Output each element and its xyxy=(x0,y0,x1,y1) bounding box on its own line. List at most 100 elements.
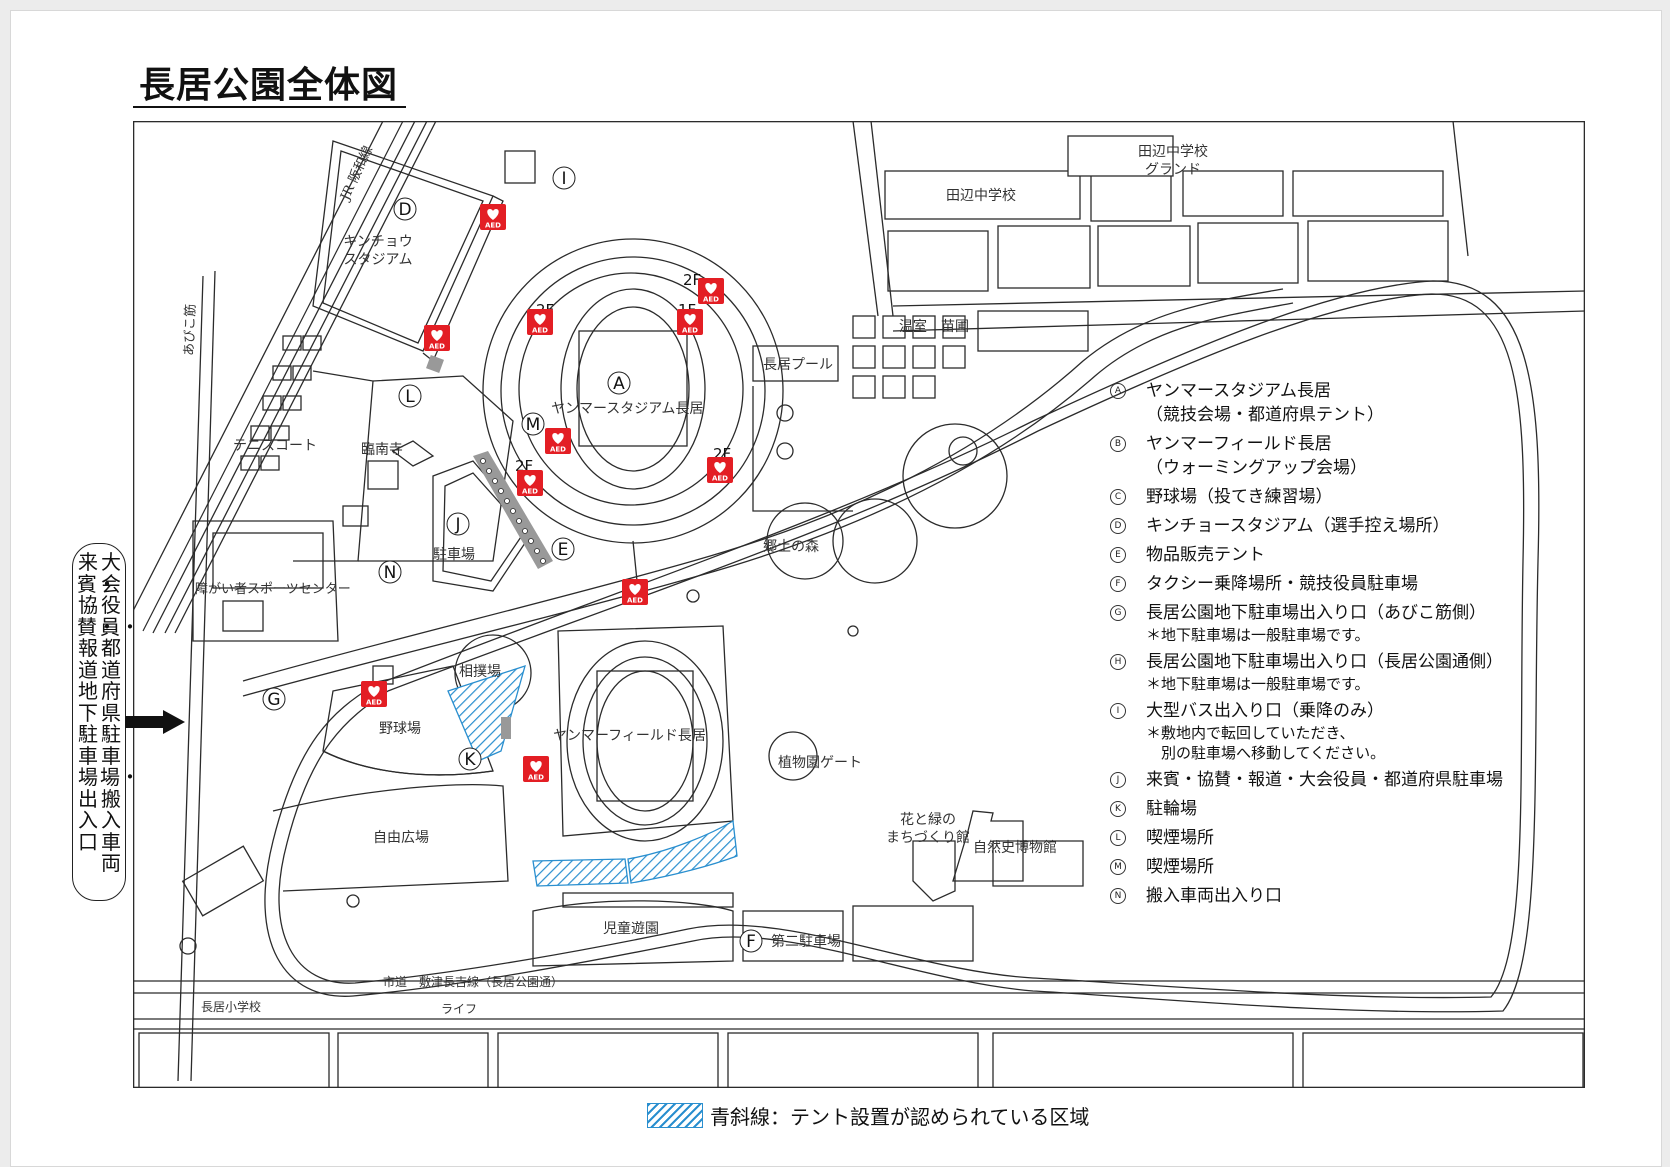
key-item-text: 大型バス出入り口（乗降のみ） xyxy=(1146,701,1384,721)
key-item: N 搬入車両出入り口 xyxy=(1110,884,1503,908)
entrance-label: 大会役員・都道府県駐車場・搬入車両 来賓・協賛・報道 地下駐車場 出入口 xyxy=(72,543,140,901)
marker-k: K xyxy=(458,747,482,771)
aed-icon: AED xyxy=(480,204,506,230)
svg-text:AED: AED xyxy=(528,774,544,782)
aed-icon: AED xyxy=(707,457,733,483)
key-item-code: N xyxy=(1110,888,1126,904)
label-kincho: キンチョウスタジアム xyxy=(343,234,413,268)
aed-icon: AED xyxy=(677,309,703,335)
svg-text:AED: AED xyxy=(485,222,501,230)
key-item: G 長居公園地下駐車場出入り口（あびこ筋側） ＊地下駐車場は一般駐車場です。 xyxy=(1110,601,1503,645)
marker-m: M xyxy=(521,412,545,436)
label-museum: 自然史博物館 xyxy=(973,839,1057,856)
key-item-text: 駐輪場 xyxy=(1146,799,1197,819)
key-item-text: 来賓・協賛・報道・大会役員・都道府県駐車場 xyxy=(1146,770,1503,790)
key-item-code: E xyxy=(1110,547,1126,563)
svg-text:AED: AED xyxy=(682,327,698,335)
label-greenhouse: 温室 苗圃 xyxy=(899,318,969,335)
label-abiko: あびこ筋 xyxy=(181,304,199,357)
label-jr-line: JR 阪和線 xyxy=(336,143,376,204)
label-tennis: テニスコート xyxy=(233,438,317,454)
key-item-text: ヤンマーフィールド長居 xyxy=(1146,434,1332,454)
hatch-legend-swatch xyxy=(647,1103,703,1128)
label-sumo: 相撲場 xyxy=(459,664,501,680)
aed-icon: AED xyxy=(698,278,724,304)
marker-i: I xyxy=(552,166,576,190)
marker-n: N xyxy=(378,560,402,584)
aed-icon: AED xyxy=(361,681,387,707)
key-item-code: L xyxy=(1110,830,1126,846)
park-map: JR 阪和線 あびこ筋 キンチョウスタジアム 田辺中学校 田辺中学校グランド 温… xyxy=(133,121,1585,1088)
marker-e: E xyxy=(551,537,575,561)
key-item-text: （ウォーミングアップ会場） xyxy=(1146,458,1367,478)
svg-text:AED: AED xyxy=(366,699,382,707)
floor-label-2f: 2F xyxy=(683,271,701,289)
page-title: 長居公園全体図 xyxy=(139,65,399,106)
key-item: J 来賓・協賛・報道・大会役員・都道府県駐車場 xyxy=(1110,768,1503,792)
hatch-legend-text: 青斜線：テント設置が認められている区域 xyxy=(710,1105,1090,1129)
key-item-code: D xyxy=(1110,518,1126,534)
svg-text:J: J xyxy=(454,515,460,535)
key-item: I 大型バス出入り口（乗降のみ） ＊敷地内で転回していただき、 別の駐車場へ移動して… xyxy=(1110,699,1503,763)
label-tanabe-ground: 田辺中学校グランド xyxy=(1138,143,1208,178)
aed-icon: AED xyxy=(545,428,571,454)
key-item-code: H xyxy=(1110,654,1126,670)
label-rinnanji: 臨南寺 xyxy=(361,442,403,458)
svg-text:G: G xyxy=(267,690,280,710)
title-underline xyxy=(133,106,406,108)
key-item-code: F xyxy=(1110,576,1126,592)
svg-text:AED: AED xyxy=(550,446,566,454)
label-tanabe-jhs: 田辺中学校 xyxy=(946,187,1016,204)
marker-g: G xyxy=(262,687,286,711)
svg-text:L: L xyxy=(405,387,415,407)
label-road: 市道 敷津長吉線（長居公園通） xyxy=(383,974,563,989)
key-item-code: G xyxy=(1110,605,1126,621)
svg-text:A: A xyxy=(613,374,625,394)
entrance-label-line2: 来賓・協賛・報道 地下駐車場 出入口 xyxy=(77,550,118,854)
key-item-text: 別の駐車場へ移動してください。 xyxy=(1146,744,1386,762)
key-item-text: （競技会場・都道府県テント） xyxy=(1146,405,1384,425)
svg-text:M: M xyxy=(526,415,541,435)
aed-icon: AED xyxy=(527,309,553,335)
key-item-text: 長居公園地下駐車場出入り口（あびこ筋側） xyxy=(1146,603,1486,623)
key-item-text: ＊地下駐車場は一般駐車場です。 xyxy=(1146,626,1370,644)
label-playground: 児童遊園 xyxy=(603,920,659,937)
label-field: ヤンマーフィールド長居 xyxy=(553,728,706,744)
key-item: K 駐輪場 xyxy=(1110,797,1503,821)
label-stadium: ヤンマースタジアム長居 xyxy=(551,401,703,417)
key-item-code: J xyxy=(1110,772,1126,788)
key-item-code: I xyxy=(1110,703,1126,719)
label-flower-hall: 花と緑のまちづくり館 xyxy=(886,812,970,846)
aed-icon: AED xyxy=(424,325,450,351)
key-item-text: キンチョースタジアム（選手控え場所） xyxy=(1146,516,1450,536)
key-item-code: C xyxy=(1110,489,1126,505)
label-nagai-es: 長居小学校 xyxy=(201,999,261,1014)
key-item-text: ＊敷地内で転回していただき、 xyxy=(1146,724,1355,742)
svg-text:D: D xyxy=(398,200,411,220)
marker-l: L xyxy=(398,384,422,408)
key-item-text: 物品販売テント xyxy=(1146,545,1265,565)
svg-text:F: F xyxy=(746,932,756,952)
svg-text:K: K xyxy=(464,750,476,770)
key-item-text: タクシー乗降場所・競技役員駐車場 xyxy=(1146,574,1418,594)
label-forest: 郷土の森 xyxy=(763,539,819,555)
svg-text:AED: AED xyxy=(712,475,728,483)
entrance-label-line1: 大会役員・都道府県駐車場・搬入車両 xyxy=(100,550,140,875)
key-item-text: 搬入車両出入り口 xyxy=(1146,886,1282,906)
svg-text:AED: AED xyxy=(627,597,643,605)
key-item-text: 長居公園地下駐車場出入り口（長居公園通側） xyxy=(1146,652,1503,672)
key-item-code: M xyxy=(1110,859,1126,875)
svg-text:I: I xyxy=(561,169,566,189)
arrow-right-icon xyxy=(125,710,185,734)
key-item-code: K xyxy=(1110,801,1126,817)
marker-d: D xyxy=(393,197,417,221)
key-item-text: ＊地下駐車場は一般駐車場です。 xyxy=(1146,675,1370,693)
svg-text:AED: AED xyxy=(703,296,719,304)
key-item-text: 野球場（投てき練習場） xyxy=(1146,487,1333,507)
label-second-parking: 第二駐車場 xyxy=(771,933,841,950)
key-item-text: ヤンマースタジアム長居 xyxy=(1146,381,1331,401)
